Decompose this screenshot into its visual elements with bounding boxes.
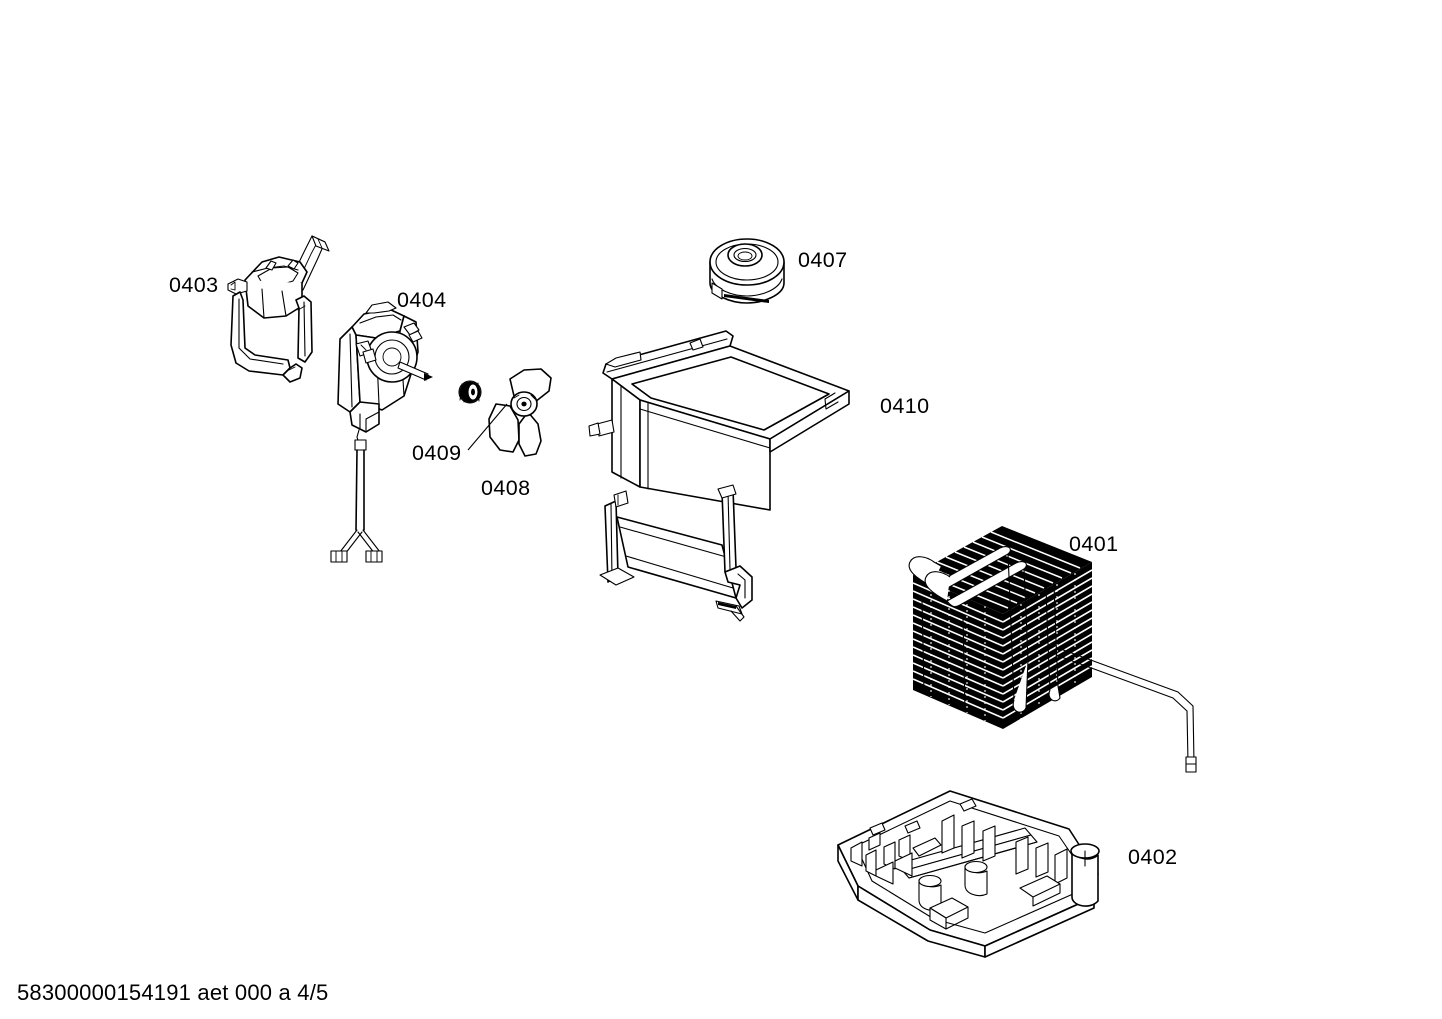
callout-label-0401[interactable]: 0401 [1069, 532, 1118, 556]
callout-label-0404[interactable]: 0404 [397, 288, 446, 312]
leader-0409 [467, 403, 508, 451]
part-0409-fan-blade-retaining-nut[interactable] [458, 380, 482, 404]
callout-leaders [467, 403, 508, 451]
callout-label-0403[interactable]: 0403 [169, 273, 218, 297]
callout-label-0408[interactable]: 0408 [481, 476, 530, 500]
part-0404-evaporator-fan-motor[interactable] [330, 301, 433, 563]
part-0408-fan-blade-propeller[interactable] [488, 368, 552, 457]
callout-label-0409[interactable]: 0409 [412, 441, 461, 465]
part-0403-thermostat-sensor-holder[interactable] [227, 235, 330, 383]
footer-document-reference: 58300000154191 aet 000 a 4/5 [17, 980, 328, 1005]
part-0410-drip-tray-with-bracket[interactable] [588, 330, 850, 622]
part-0407-drain-grommet-cap[interactable] [709, 238, 785, 304]
callout-label-0402[interactable]: 0402 [1128, 845, 1177, 869]
callout-label-0407[interactable]: 0407 [798, 248, 847, 272]
part-0402-base-pan-housing[interactable] [837, 790, 1100, 958]
callout-label-0410[interactable]: 0410 [880, 394, 929, 418]
part-0401-evaporator-coil[interactable] [908, 526, 1197, 773]
